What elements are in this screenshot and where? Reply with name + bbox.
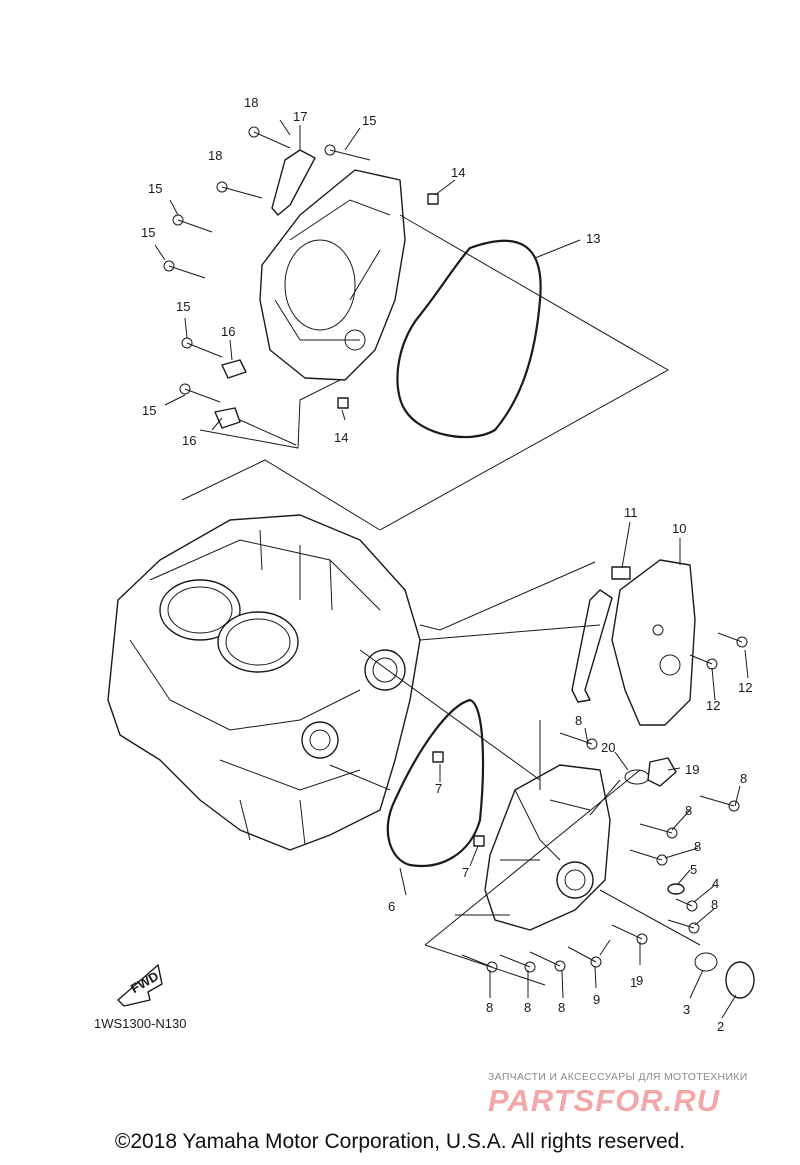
callout-8: 8 xyxy=(685,803,692,818)
callout-16: 16 xyxy=(182,433,196,448)
callout-15: 15 xyxy=(142,403,156,418)
watermark-tagline: ЗАПЧАСТИ И АКСЕССУАРЫ ДЛЯ МОТОТЕХНИКИ xyxy=(488,1071,748,1083)
callout-12: 12 xyxy=(738,680,752,695)
copyright-notice: ©2018 Yamaha Motor Corporation, U.S.A. A… xyxy=(114,1130,686,1153)
bracket-11 xyxy=(571,566,631,703)
clamp-16b xyxy=(214,407,241,429)
callout-11: 11 xyxy=(624,505,638,520)
callout-8: 8 xyxy=(575,713,582,728)
callout-1: 1 xyxy=(630,975,637,990)
callout-17: 17 xyxy=(293,109,307,124)
clutch-cover xyxy=(259,169,406,381)
callout-4: 4 xyxy=(712,876,719,891)
callout-15: 15 xyxy=(176,299,190,314)
bracket-17 xyxy=(271,149,316,216)
callout-15: 15 xyxy=(362,113,376,128)
sprocket-cover-10 xyxy=(611,559,696,726)
callout-16: 16 xyxy=(221,324,235,339)
plug-2 xyxy=(725,961,755,999)
callout-15: 15 xyxy=(141,225,155,240)
dowel-pin-7a xyxy=(432,751,444,763)
crankcase-cover-1 xyxy=(484,764,611,931)
dowel-pin-14b xyxy=(337,397,349,409)
gasket-6 xyxy=(386,698,485,867)
callout-3: 3 xyxy=(683,1002,690,1017)
callout-8: 8 xyxy=(524,1000,531,1015)
callout-8: 8 xyxy=(740,771,747,786)
gasket-13 xyxy=(396,239,542,439)
crankcase xyxy=(107,514,421,851)
dowel-pin-7b xyxy=(473,835,485,847)
bolts xyxy=(163,126,748,973)
o-ring-3 xyxy=(694,952,718,972)
callout-8: 8 xyxy=(558,1000,565,1015)
oil-filler-cap-19 xyxy=(647,757,677,787)
callout-13: 13 xyxy=(586,231,600,246)
callout-20: 20 xyxy=(601,740,615,755)
washer-5 xyxy=(667,883,685,895)
callout-9: 9 xyxy=(593,992,600,1007)
drawing-code: 1WS1300-N130 xyxy=(94,1016,187,1031)
callout-7: 7 xyxy=(462,865,469,880)
callout-15: 15 xyxy=(148,181,162,196)
callout-18: 18 xyxy=(244,95,258,110)
clamp-16a xyxy=(221,359,247,379)
callout-8: 8 xyxy=(486,1000,493,1015)
callout-8: 8 xyxy=(694,839,701,854)
callout-14: 14 xyxy=(334,430,348,445)
callout-12: 12 xyxy=(706,698,720,713)
callout-14: 14 xyxy=(451,165,465,180)
watermark-logo: PARTSFOR.RU xyxy=(488,1083,721,1118)
callout-10: 10 xyxy=(672,521,686,536)
callout-19: 19 xyxy=(685,762,699,777)
leader-lines xyxy=(154,119,749,1019)
dowel-pin-14a xyxy=(427,193,439,205)
callout-9: 9 xyxy=(636,973,643,988)
callout-5: 5 xyxy=(690,862,697,877)
fwd-arrow: FWD xyxy=(117,964,163,1007)
callout-labels: 18 17 15 18 14 15 13 15 15 16 15 14 16 1… xyxy=(141,95,752,1034)
callout-2: 2 xyxy=(717,1019,724,1034)
callout-18: 18 xyxy=(208,148,222,163)
callout-8: 8 xyxy=(711,897,718,912)
callout-7: 7 xyxy=(435,781,442,796)
callout-6: 6 xyxy=(388,899,395,914)
